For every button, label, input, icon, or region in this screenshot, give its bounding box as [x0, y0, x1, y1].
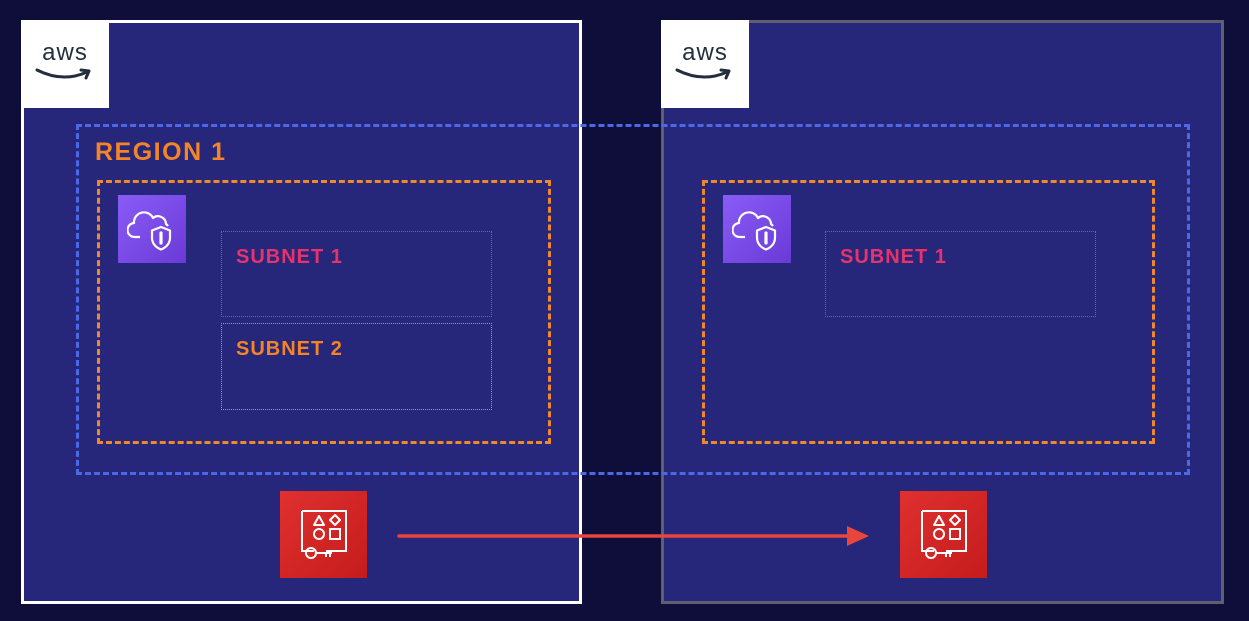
subnet-label: SUBNET 2 — [236, 338, 343, 360]
replication-arrow — [397, 526, 869, 546]
region-boundary — [76, 124, 1190, 475]
subnet-label: SUBNET 1 — [236, 246, 343, 268]
aws-logo-text: aws — [682, 39, 728, 66]
vpc-boundary-2 — [702, 180, 1155, 444]
aws-smile-icon — [35, 68, 91, 80]
subnet-box-2: SUBNET 2 — [221, 323, 492, 410]
subnet-label: SUBNET 1 — [840, 246, 947, 268]
aws-account-2: aws — [661, 20, 1224, 604]
aws-smile-icon — [675, 68, 731, 80]
aws-logo: aws — [21, 20, 109, 108]
vpc-boundary-1 — [97, 180, 551, 444]
vpc-shield-cloud-icon — [118, 195, 186, 263]
vpc-shield-cloud-icon — [723, 195, 791, 263]
subnet-box-1: SUBNET 1 — [825, 231, 1096, 317]
subnet-box-1: SUBNET 1 — [221, 231, 492, 317]
region-label: REGION 1 — [95, 138, 227, 166]
aws-logo: aws — [661, 20, 749, 108]
kms-key-icon — [900, 491, 987, 578]
kms-key-icon — [280, 491, 367, 578]
aws-logo-text: aws — [42, 39, 88, 66]
